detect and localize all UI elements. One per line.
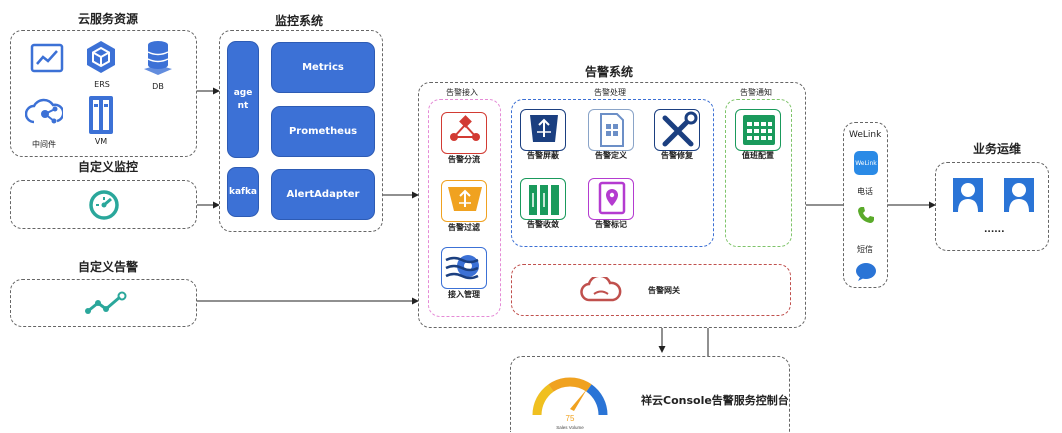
console-box[interactable]: 75 Sales Volume 祥云Console告警服务控制台 bbox=[510, 356, 790, 432]
alarm-converge-label: 告警收敛 bbox=[527, 220, 559, 229]
gateway-label: 告警网关 bbox=[648, 286, 680, 295]
kafka-label: kafka bbox=[228, 187, 258, 197]
alarm-mask-label: 告警屏蔽 bbox=[527, 151, 559, 160]
chat-bubble-icon[interactable] bbox=[855, 262, 877, 282]
welink-label: WeLink bbox=[849, 130, 882, 140]
alertadapter-block[interactable]: AlertAdapter bbox=[271, 169, 375, 220]
phone-icon[interactable] bbox=[856, 205, 876, 225]
prometheus-label: Prometheus bbox=[288, 126, 358, 137]
kafka-block[interactable]: kafka bbox=[227, 167, 259, 217]
agent-label: agent bbox=[233, 87, 253, 111]
map-pin-icon bbox=[598, 181, 626, 215]
alarm-converge-tile[interactable] bbox=[520, 178, 566, 220]
mask-shield-icon bbox=[530, 115, 558, 142]
metrics-label: Metrics bbox=[302, 62, 344, 73]
access-mgmt-label: 接入管理 bbox=[448, 290, 480, 299]
custom-alarm-title: 自定义告警 bbox=[78, 260, 139, 274]
gauge-dial-icon: 75 Sales Volume bbox=[532, 377, 608, 430]
alarm-filter-tile[interactable] bbox=[441, 180, 487, 222]
custom-alarm-box bbox=[10, 279, 197, 327]
cloud-gateway-icon bbox=[580, 277, 622, 302]
ers-cube-icon bbox=[87, 41, 115, 73]
welink-logo-text: WeLink bbox=[855, 159, 877, 167]
gear-waves-icon bbox=[445, 255, 479, 280]
custom-monitor-box bbox=[10, 180, 197, 229]
database-icon bbox=[144, 41, 172, 75]
speedometer-icon bbox=[89, 190, 119, 220]
monitor-system-title: 监控系统 bbox=[275, 14, 324, 28]
user-avatar-icon bbox=[953, 178, 983, 212]
gateway-box[interactable]: 告警网关 bbox=[511, 264, 791, 316]
user-avatar-icon bbox=[1004, 178, 1034, 212]
alarm-define-tile[interactable] bbox=[588, 109, 634, 151]
converge-bars-icon bbox=[529, 185, 559, 215]
alarm-split-tile[interactable] bbox=[441, 112, 487, 154]
alarm-system-title: 告警系统 bbox=[585, 65, 634, 79]
sms-label: 短信 bbox=[857, 245, 873, 254]
trend-line-icon bbox=[85, 291, 127, 314]
custom-monitor-title: 自定义监控 bbox=[78, 160, 139, 174]
metrics-block[interactable]: Metrics bbox=[271, 42, 375, 93]
alarm-filter-label: 告警过滤 bbox=[448, 223, 480, 232]
alarm-mark-tile[interactable] bbox=[588, 178, 634, 220]
cloud-resources-box: ERS DB 中间件 VM bbox=[10, 30, 197, 157]
channels-box: WeLink WeLink 电话 短信 bbox=[843, 122, 888, 288]
welink-icon[interactable]: WeLink bbox=[854, 151, 878, 175]
notify-title: 告警通知 bbox=[740, 88, 772, 97]
alarm-repair-label: 告警修复 bbox=[661, 151, 693, 160]
cloud-resources-title: 云服务资源 bbox=[78, 12, 139, 26]
middleware-label: 中间件 bbox=[32, 140, 56, 149]
alertadapter-label: AlertAdapter bbox=[286, 189, 360, 200]
ops-box: ...... bbox=[935, 162, 1049, 251]
vm-server-icon bbox=[89, 96, 113, 134]
alarm-mark-label: 告警标记 bbox=[595, 220, 627, 229]
monitor-system-box: agent kafka Metrics Prometheus AlertAdap… bbox=[219, 30, 383, 232]
ops-more: ...... bbox=[984, 225, 1005, 235]
agent-block[interactable]: agent bbox=[227, 41, 259, 158]
vm-label: VM bbox=[94, 137, 108, 146]
middleware-cloud-icon bbox=[25, 98, 63, 124]
split-nodes-icon bbox=[450, 115, 480, 141]
processing-title: 告警处理 bbox=[594, 88, 626, 97]
console-label: 祥云Console告警服务控制台 bbox=[641, 394, 789, 407]
ops-title: 业务运维 bbox=[973, 142, 1022, 156]
alarm-define-label: 告警定义 bbox=[595, 151, 627, 160]
filter-funnel-icon bbox=[448, 187, 482, 211]
phone-label: 电话 bbox=[857, 187, 873, 196]
gauge-caption: Sales Volume bbox=[556, 425, 584, 430]
alarm-mask-tile[interactable] bbox=[520, 109, 566, 151]
calendar-grid-icon bbox=[743, 115, 775, 145]
db-label: DB bbox=[152, 82, 164, 91]
alarm-split-label: 告警分流 bbox=[448, 155, 480, 164]
wrench-tools-icon bbox=[662, 111, 698, 147]
gauge-value: 75 bbox=[566, 414, 575, 423]
prometheus-block[interactable]: Prometheus bbox=[271, 106, 375, 157]
duty-config-tile[interactable] bbox=[735, 109, 781, 151]
duty-config-label: 值班配置 bbox=[742, 151, 774, 160]
alarm-repair-tile[interactable] bbox=[654, 109, 700, 151]
chart-monitor-icon bbox=[30, 43, 64, 73]
document-grid-icon bbox=[600, 113, 624, 147]
ers-label: ERS bbox=[94, 80, 110, 89]
access-mgmt-tile[interactable] bbox=[441, 247, 487, 289]
access-title: 告警接入 bbox=[446, 88, 478, 97]
